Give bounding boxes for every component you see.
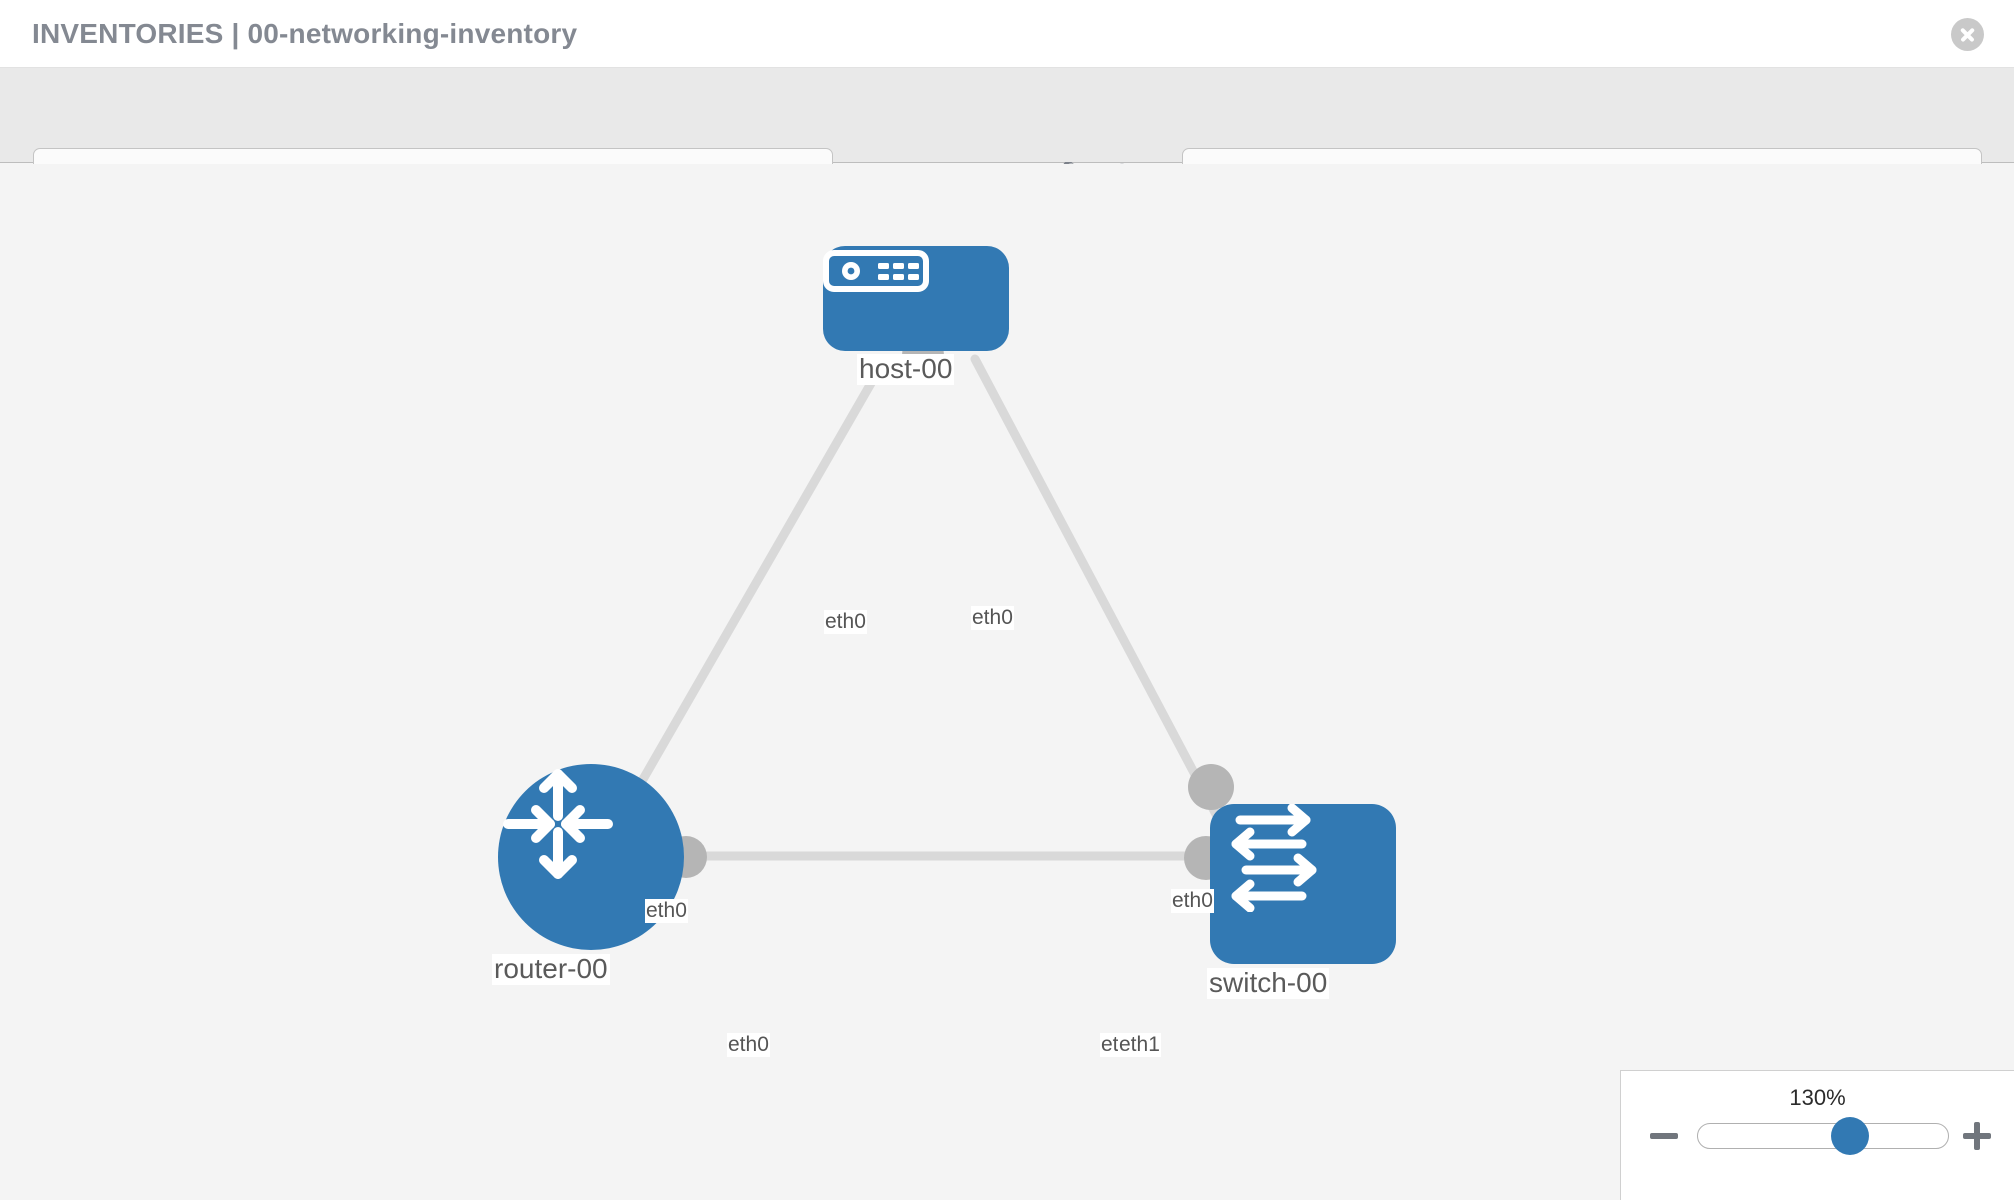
interface-label: eth0: [727, 1033, 770, 1058]
link-host-router: [595, 354, 890, 859]
router-arrows-icon: [503, 769, 613, 879]
topology-canvas[interactable]: host-00: [0, 164, 2014, 1200]
toolbar: ACTIONS SEARCH: [0, 68, 2014, 200]
zoom-out-button[interactable]: [1647, 1119, 1681, 1153]
interface-label: eth0: [1171, 889, 1214, 914]
node-label: switch-00: [1207, 967, 1330, 999]
zoom-level-value: 130%: [1789, 1085, 1846, 1110]
interface-label: eth0: [824, 610, 867, 635]
page-title: INVENTORIES | 00-networking-inventory: [32, 18, 578, 49]
interface-label: eth0: [645, 899, 688, 924]
zoom-slider[interactable]: [1697, 1117, 1949, 1155]
connector-nub: [1188, 764, 1234, 810]
zoom-control-panel: 130%: [1620, 1070, 2014, 1200]
topology-graph: host-00: [0, 164, 2014, 1200]
node-label: host-00: [857, 353, 955, 385]
page-header: INVENTORIES | 00-networking-inventory: [0, 0, 2014, 68]
server-icon: [823, 250, 929, 292]
switch-arrows-icon: [1231, 804, 1317, 912]
host-node-shape[interactable]: [823, 246, 1009, 351]
interface-label: eth1: [1118, 1033, 1161, 1058]
close-icon[interactable]: [1951, 18, 1984, 51]
zoom-in-button[interactable]: [1960, 1119, 1994, 1153]
interface-label: eth0: [971, 606, 1014, 631]
node-label: router-00: [492, 953, 610, 985]
zoom-slider-thumb[interactable]: [1830, 1117, 1869, 1155]
switch-node-shape[interactable]: [1210, 804, 1396, 964]
